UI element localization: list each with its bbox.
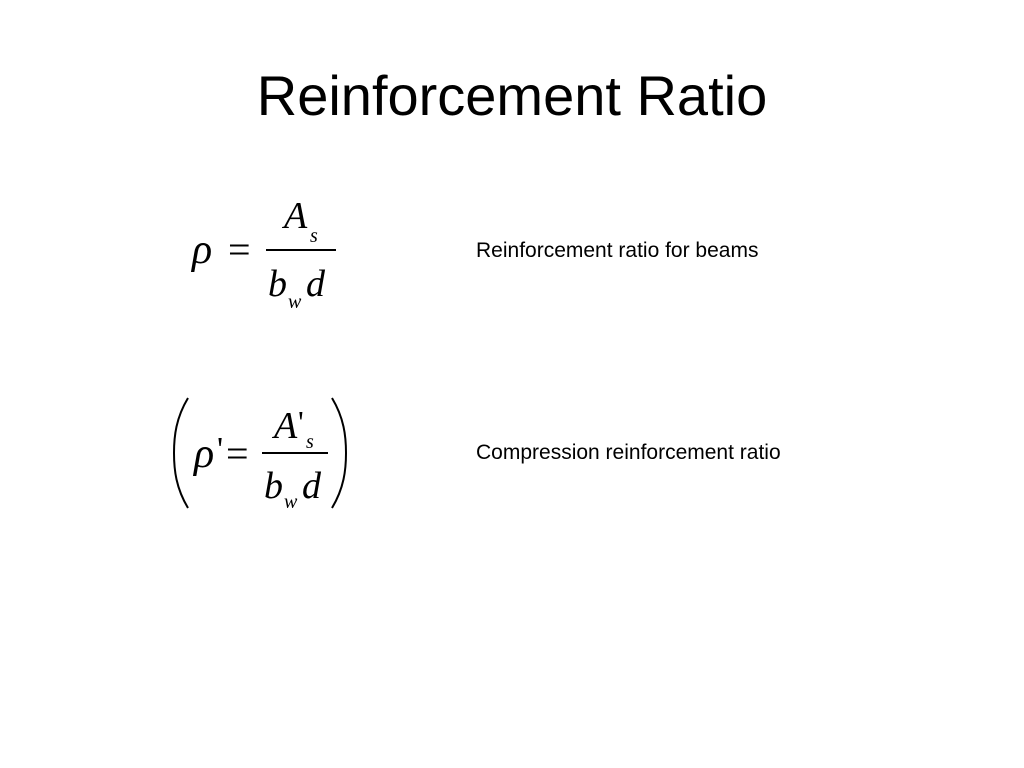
right-parenthesis <box>331 397 348 509</box>
numerator-subscript: s <box>306 431 314 453</box>
numerator-subscript: s <box>310 225 318 247</box>
equation-description-compression: Compression reinforcement ratio <box>476 441 781 464</box>
denominator-depth-symbol: d <box>302 465 321 507</box>
slide-title: Reinforcement Ratio <box>256 64 768 127</box>
fraction-bar <box>266 249 336 251</box>
numerator-prime-mark: ' <box>298 404 304 440</box>
denominator-subscript: w <box>284 491 298 513</box>
numerator-area-symbol: A <box>284 195 308 237</box>
denominator-width-symbol: b <box>264 465 283 507</box>
prime-mark: ' <box>217 431 224 468</box>
fraction-bar <box>262 452 328 454</box>
denominator-width-symbol: b <box>268 263 287 305</box>
denominator-subscript: w <box>288 291 302 313</box>
equation-description-beams: Reinforcement ratio for beams <box>476 239 759 262</box>
numerator-area-symbol: A <box>274 405 298 447</box>
rho-symbol: ρ <box>194 431 215 477</box>
denominator-depth-symbol: d <box>306 263 325 305</box>
equals-sign: = <box>226 431 249 476</box>
equals-sign: = <box>228 227 251 272</box>
left-parenthesis <box>172 397 189 509</box>
rho-symbol: ρ <box>192 227 213 273</box>
